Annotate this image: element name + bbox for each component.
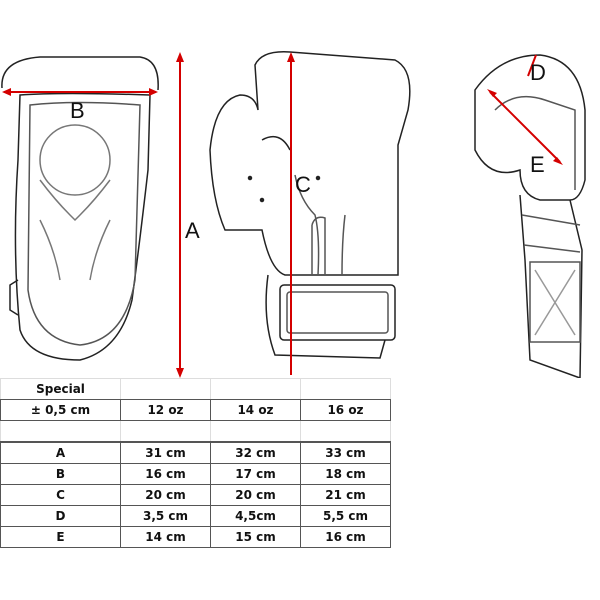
table-header-row: ± 0,5 cm 12 oz 14 oz 16 oz (0, 399, 391, 421)
glove-back-view (474, 54, 586, 378)
cell: 3,5 cm (120, 505, 211, 527)
arrow-d (527, 54, 537, 77)
table-row: B 16 cm 17 cm 18 cm (0, 463, 391, 485)
cell: 5,5 cm (300, 505, 391, 527)
row-label: C (0, 484, 121, 506)
cell: 4,5cm (210, 505, 301, 527)
row-label: A (0, 441, 121, 464)
row-label: E (0, 526, 121, 548)
label-e: E (530, 152, 545, 177)
empty-cell (0, 420, 121, 443)
label-c: C (295, 172, 311, 197)
cell: 14 cm (120, 526, 211, 548)
cell: 16 cm (120, 463, 211, 485)
cell: 18 cm (300, 463, 391, 485)
cell: 20 cm (210, 484, 301, 506)
cell: 16 cm (300, 526, 391, 548)
cell: 20 cm (120, 484, 211, 506)
cell: 21 cm (300, 484, 391, 506)
cell: 17 cm (210, 463, 301, 485)
table-row: C 20 cm 20 cm 21 cm (0, 484, 391, 506)
empty-cell (300, 420, 391, 443)
empty-cell (210, 420, 301, 443)
tolerance-cell: ± 0,5 cm (0, 399, 121, 421)
cell: 32 cm (210, 441, 301, 464)
column-header: 16 oz (300, 399, 391, 421)
table-title-row: Special (0, 378, 391, 400)
measurement-arrows (2, 52, 563, 378)
label-d: D (530, 60, 546, 85)
size-table: Special ± 0,5 cm 12 oz 14 oz 16 oz A 31 … (0, 378, 391, 548)
column-header: 12 oz (120, 399, 211, 421)
spacer-row (0, 420, 391, 443)
table-row: A 31 cm 32 cm 33 cm (0, 441, 391, 464)
column-header: 14 oz (210, 399, 301, 421)
cell: 33 cm (300, 441, 391, 464)
label-a: A (185, 218, 200, 243)
arrow-e (489, 91, 561, 163)
row-label: B (0, 463, 121, 485)
table-row: D 3,5 cm 4,5cm 5,5 cm (0, 505, 391, 527)
glove-diagram: B A C D E (1, 51, 586, 378)
cell: 31 cm (120, 441, 211, 464)
empty-cell (300, 378, 391, 400)
empty-cell (120, 420, 211, 443)
row-label: D (0, 505, 121, 527)
table-row: E 14 cm 15 cm 16 cm (0, 526, 391, 548)
label-b: B (70, 98, 85, 123)
empty-cell (120, 378, 211, 400)
table-title: Special (0, 378, 121, 400)
cell: 15 cm (210, 526, 301, 548)
glove-front-view (1, 56, 159, 361)
glove-side-view (209, 51, 411, 359)
empty-cell (210, 378, 301, 400)
